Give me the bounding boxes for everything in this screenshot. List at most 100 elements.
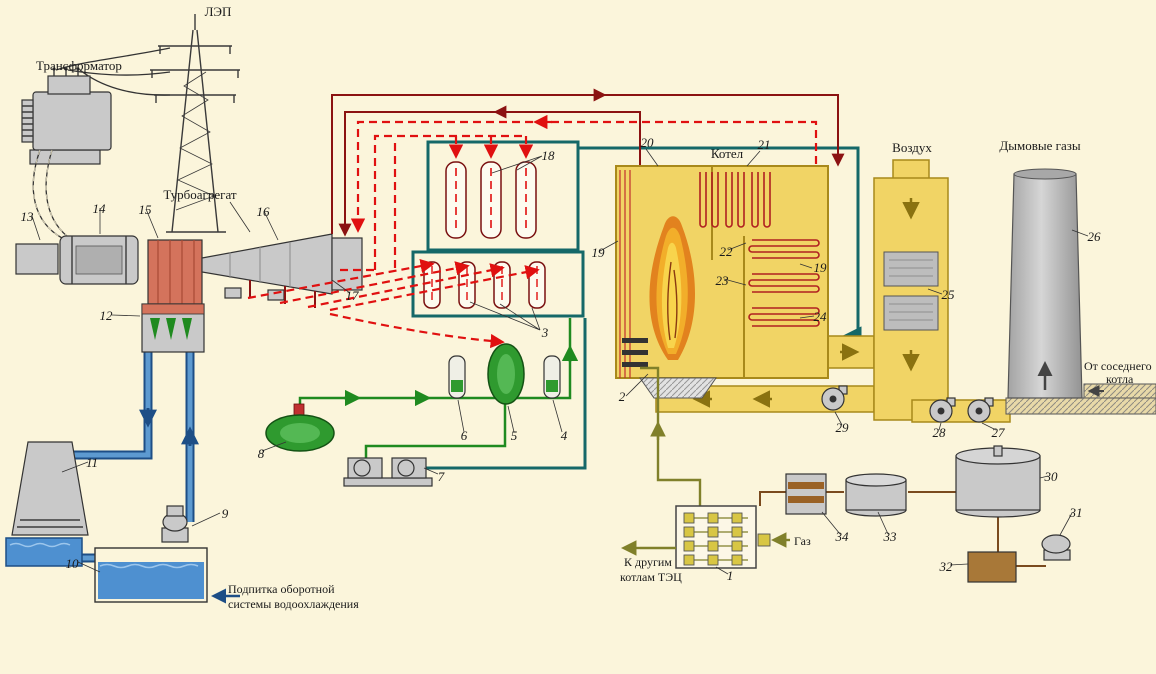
hp-turbine-stripes <box>157 240 195 304</box>
to-other-boilers-1: К другим <box>624 555 672 569</box>
main-steam-line <box>338 111 641 237</box>
boiler-body <box>615 165 829 379</box>
gas-control-unit <box>675 505 757 569</box>
callout-11: 11 <box>86 455 98 470</box>
deaerator <box>487 343 525 405</box>
fuel-oil-tank-small <box>845 473 907 517</box>
neighbor-boiler-duct <box>1083 383 1156 399</box>
deaerator-drain <box>364 400 507 458</box>
extraction-1 <box>247 259 435 300</box>
callout-13: 13 <box>21 209 35 224</box>
transformer-label: Трансформатор <box>36 58 122 73</box>
callout-6: 6 <box>461 428 468 443</box>
condensate-tank <box>265 403 335 452</box>
callout-31: 31 <box>1069 505 1083 520</box>
callout-10: 10 <box>66 556 80 571</box>
flue-gases-label: Дымовые газы <box>999 138 1080 153</box>
tower-lattice <box>175 71 216 211</box>
convective-banks <box>748 239 820 327</box>
hot-reheat-line <box>350 120 818 233</box>
boiler-plant: Котел Воздух <box>615 140 1011 423</box>
tower-pond <box>5 537 83 567</box>
callout-7: 7 <box>438 469 445 484</box>
generator <box>59 235 139 285</box>
callout-1: 1 <box>727 568 734 583</box>
superheater-platens <box>699 172 771 228</box>
callout-23: 23 <box>716 273 730 288</box>
circulation-pump <box>161 505 189 543</box>
forced-draft-fan <box>821 385 848 411</box>
fuel-system: Газ К другим котлам ТЭЦ <box>620 366 1071 584</box>
callout-22: 22 <box>720 244 734 259</box>
deaerator-steam <box>329 312 505 349</box>
tower-fill <box>17 519 83 528</box>
exciter <box>15 243 59 275</box>
callout-20: 20 <box>641 135 655 150</box>
condenser <box>141 303 205 353</box>
hopper <box>639 377 717 399</box>
callout-8: 8 <box>258 446 265 461</box>
callout-17: 17 <box>346 288 360 303</box>
booster-fan <box>967 397 994 423</box>
hp-heaters <box>445 161 537 239</box>
cold-reheat-line <box>331 94 845 234</box>
callout-34: 34 <box>835 529 850 544</box>
drain-cooler-level <box>451 380 463 392</box>
hp-turbine <box>147 239 203 305</box>
callout-3: 3 <box>541 325 549 340</box>
power-lines-label: ЛЭП <box>205 4 232 19</box>
condensate-line <box>298 318 572 415</box>
stack-duct <box>911 399 1011 423</box>
lp-heaters <box>423 261 546 309</box>
power-grid: ЛЭП Трансформатор <box>21 4 240 241</box>
callout-24: 24 <box>814 309 828 324</box>
turbine-end-bearing <box>331 237 363 291</box>
makeup-label-2: системы водоохлаждения <box>228 597 359 611</box>
flame <box>649 216 695 360</box>
lp-turbine-stages <box>229 242 291 288</box>
basin-waves <box>99 563 199 569</box>
waterwall-tubes <box>619 170 631 378</box>
callout-5: 5 <box>511 428 518 443</box>
air-heater <box>873 159 949 421</box>
feedwater-line <box>420 318 587 470</box>
pond-waves <box>9 542 71 548</box>
cooling-system: Подпитка оборотной системы водоохлаждени… <box>5 352 359 611</box>
callout-14: 14 <box>93 201 107 216</box>
callout-4: 4 <box>561 428 568 443</box>
lp-turbine <box>201 233 333 295</box>
fuel-oil-pipes <box>759 491 1046 567</box>
gas-label: Газ <box>794 534 811 548</box>
turbine-train: Турбоагрегат <box>15 187 363 353</box>
extraction-risers <box>340 134 525 272</box>
turbine-unit-label: Турбоагрегат <box>163 187 237 202</box>
neighbor-boiler-label-2: котла <box>1106 372 1134 386</box>
callout-19-left: 19 <box>592 245 606 260</box>
air-label: Воздух <box>892 140 932 155</box>
fuel-oil-pump <box>1041 534 1071 561</box>
extraction-3 <box>307 263 505 309</box>
basin-water <box>98 562 204 599</box>
callouts: 1 2 3 4 5 6 7 8 9 10 11 12 13 14 15 16 1… <box>21 135 1102 583</box>
fuel-oil-heater <box>967 551 1017 583</box>
stack-system: Дымовые газы От соседнего котла <box>999 138 1156 415</box>
boiler-label: Котел <box>711 146 744 161</box>
gas-inlet-valve <box>757 533 771 547</box>
fuel-oil-tank <box>955 445 1041 518</box>
power-wires <box>55 47 171 96</box>
callout-28: 28 <box>933 425 947 440</box>
fuel-oil-heater-small <box>785 473 827 515</box>
gland-heater-level <box>546 380 558 392</box>
callout-27: 27 <box>992 425 1006 440</box>
callout-30: 30 <box>1044 469 1059 484</box>
callout-16: 16 <box>257 204 271 219</box>
callout-25: 25 <box>942 287 956 302</box>
callout-32: 32 <box>939 559 954 574</box>
callout-26: 26 <box>1088 229 1102 244</box>
steam-lines <box>247 88 845 349</box>
makeup-label-1: Подпитка оборотной <box>228 582 335 596</box>
to-other-boilers-2: котлам ТЭЦ <box>620 570 682 584</box>
transformer <box>21 67 112 165</box>
